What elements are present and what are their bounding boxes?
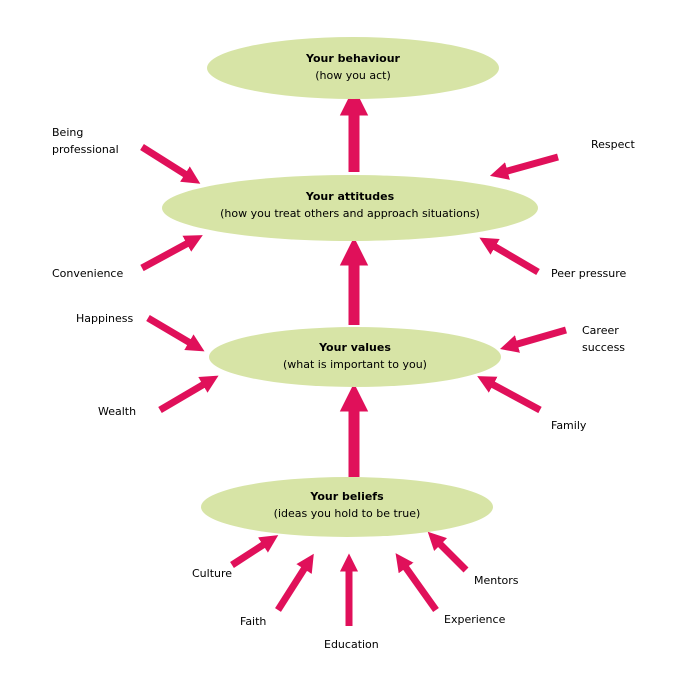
node-behaviour-subtitle: (how you act) bbox=[315, 69, 391, 82]
node-attitudes-shape bbox=[162, 175, 538, 241]
node-behaviour-title: Your behaviour bbox=[305, 52, 401, 65]
label-wealth: Wealth bbox=[98, 405, 136, 418]
node-behaviour: Your behaviour (how you act) bbox=[207, 37, 499, 99]
label-mentors: Mentors bbox=[474, 574, 519, 587]
label-culture: Culture bbox=[192, 567, 232, 580]
label-being-professional-line2: professional bbox=[52, 143, 119, 156]
node-values-shape bbox=[209, 327, 501, 387]
label-career-success-line1: Career bbox=[582, 324, 619, 337]
arrow-family bbox=[477, 376, 542, 414]
node-attitudes: Your attitudes (how you treat others and… bbox=[162, 175, 538, 241]
arrow-being-professional bbox=[140, 144, 201, 184]
label-happiness: Happiness bbox=[76, 312, 134, 325]
arrow-respect bbox=[489, 153, 559, 180]
arrow-happiness bbox=[146, 314, 205, 352]
arrow-convenience bbox=[140, 235, 203, 272]
arrow-culture bbox=[230, 535, 279, 568]
label-peer-pressure: Peer pressure bbox=[551, 267, 627, 280]
label-family: Family bbox=[551, 419, 587, 432]
arrow-experience bbox=[395, 553, 439, 613]
node-attitudes-title: Your attitudes bbox=[305, 190, 395, 203]
node-behaviour-shape bbox=[207, 37, 499, 99]
node-beliefs-title: Your beliefs bbox=[309, 490, 384, 503]
node-beliefs: Your beliefs (ideas you hold to be true) bbox=[201, 477, 493, 537]
label-career-success-line2: success bbox=[582, 341, 625, 354]
label-respect: Respect bbox=[591, 138, 635, 151]
node-values-subtitle: (what is important to you) bbox=[283, 358, 427, 371]
label-convenience: Convenience bbox=[52, 267, 123, 280]
node-values: Your values (what is important to you) bbox=[209, 327, 501, 387]
arrow-career-success bbox=[500, 326, 567, 353]
node-values-title: Your values bbox=[318, 341, 391, 354]
arrow-mentors bbox=[427, 531, 469, 573]
label-faith: Faith bbox=[240, 615, 266, 628]
arrow-wealth bbox=[158, 375, 219, 414]
label-education: Education bbox=[324, 638, 379, 651]
label-experience: Experience bbox=[444, 613, 506, 626]
node-beliefs-shape bbox=[201, 477, 493, 537]
influence-labels: Being professional Respect Convenience P… bbox=[52, 126, 635, 651]
arrow-peer-pressure bbox=[479, 237, 540, 276]
label-being-professional-line1: Being bbox=[52, 126, 83, 139]
node-attitudes-subtitle: (how you treat others and approach situa… bbox=[220, 207, 480, 220]
influence-arrows bbox=[140, 144, 567, 626]
node-beliefs-subtitle: (ideas you hold to be true) bbox=[274, 507, 421, 520]
arrow-faith bbox=[275, 553, 314, 612]
